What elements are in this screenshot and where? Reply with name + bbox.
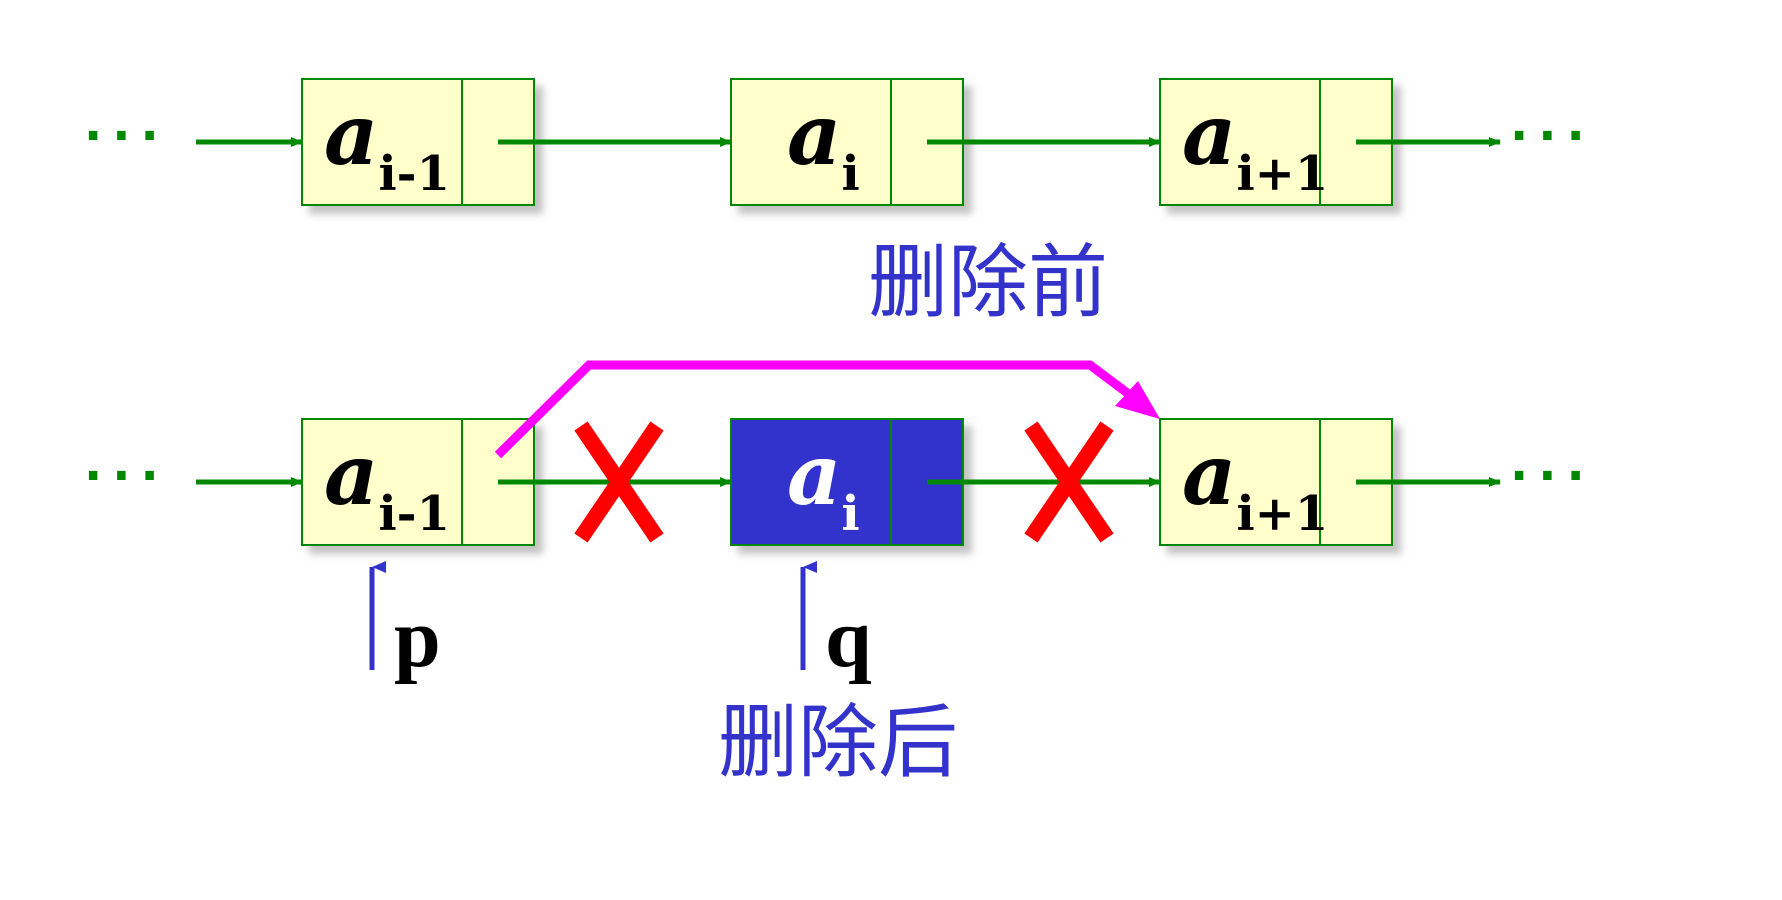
node-subscript: i+1 <box>1236 486 1328 542</box>
leading-ellipsis: ··· <box>84 108 169 164</box>
node-var: a <box>787 425 841 524</box>
node-data-label: ai <box>787 425 860 542</box>
pointer-p-label: p <box>394 592 441 685</box>
node-box <box>1159 78 1393 206</box>
node-subscript: i-1 <box>378 486 450 542</box>
node-box <box>301 418 535 546</box>
list-node: ai-1 <box>301 418 535 546</box>
node-subscript: i <box>841 146 859 202</box>
node-subscript: i <box>841 486 859 542</box>
deleted-node-box <box>730 418 964 546</box>
node-var: a <box>1182 85 1236 184</box>
node-data-label: ai+1 <box>1182 85 1328 202</box>
list-node: ai-1 <box>301 78 535 206</box>
node-data-label: ai-1 <box>324 425 450 542</box>
node-box <box>730 78 964 206</box>
pointer-q-label: q <box>825 592 872 685</box>
trailing-ellipsis: ··· <box>1510 108 1595 164</box>
broken-link-cross <box>1024 421 1114 543</box>
node-var: a <box>324 425 378 524</box>
leading-ellipsis: ··· <box>84 448 169 504</box>
node-var: a <box>1182 425 1236 524</box>
node-var: a <box>324 85 378 184</box>
list-node: ai <box>730 418 964 546</box>
node-data-label: ai+1 <box>1182 425 1328 542</box>
caption-before: 删除前 <box>868 236 1108 329</box>
node-subscript: i-1 <box>378 146 450 202</box>
list-node: ai <box>730 78 964 206</box>
broken-link-cross <box>574 421 664 543</box>
caption-after: 删除后 <box>718 696 958 789</box>
node-subscript: i+1 <box>1236 146 1328 202</box>
list-node: ai+1 <box>1159 78 1393 206</box>
node-data-label: ai <box>787 85 860 202</box>
node-var: a <box>787 85 841 184</box>
trailing-ellipsis: ··· <box>1510 448 1595 504</box>
node-box <box>301 78 535 206</box>
list-node: ai+1 <box>1159 418 1393 546</box>
node-data-label: ai-1 <box>324 85 450 202</box>
bypass-link-arrow <box>494 360 1160 459</box>
node-box <box>1159 418 1393 546</box>
